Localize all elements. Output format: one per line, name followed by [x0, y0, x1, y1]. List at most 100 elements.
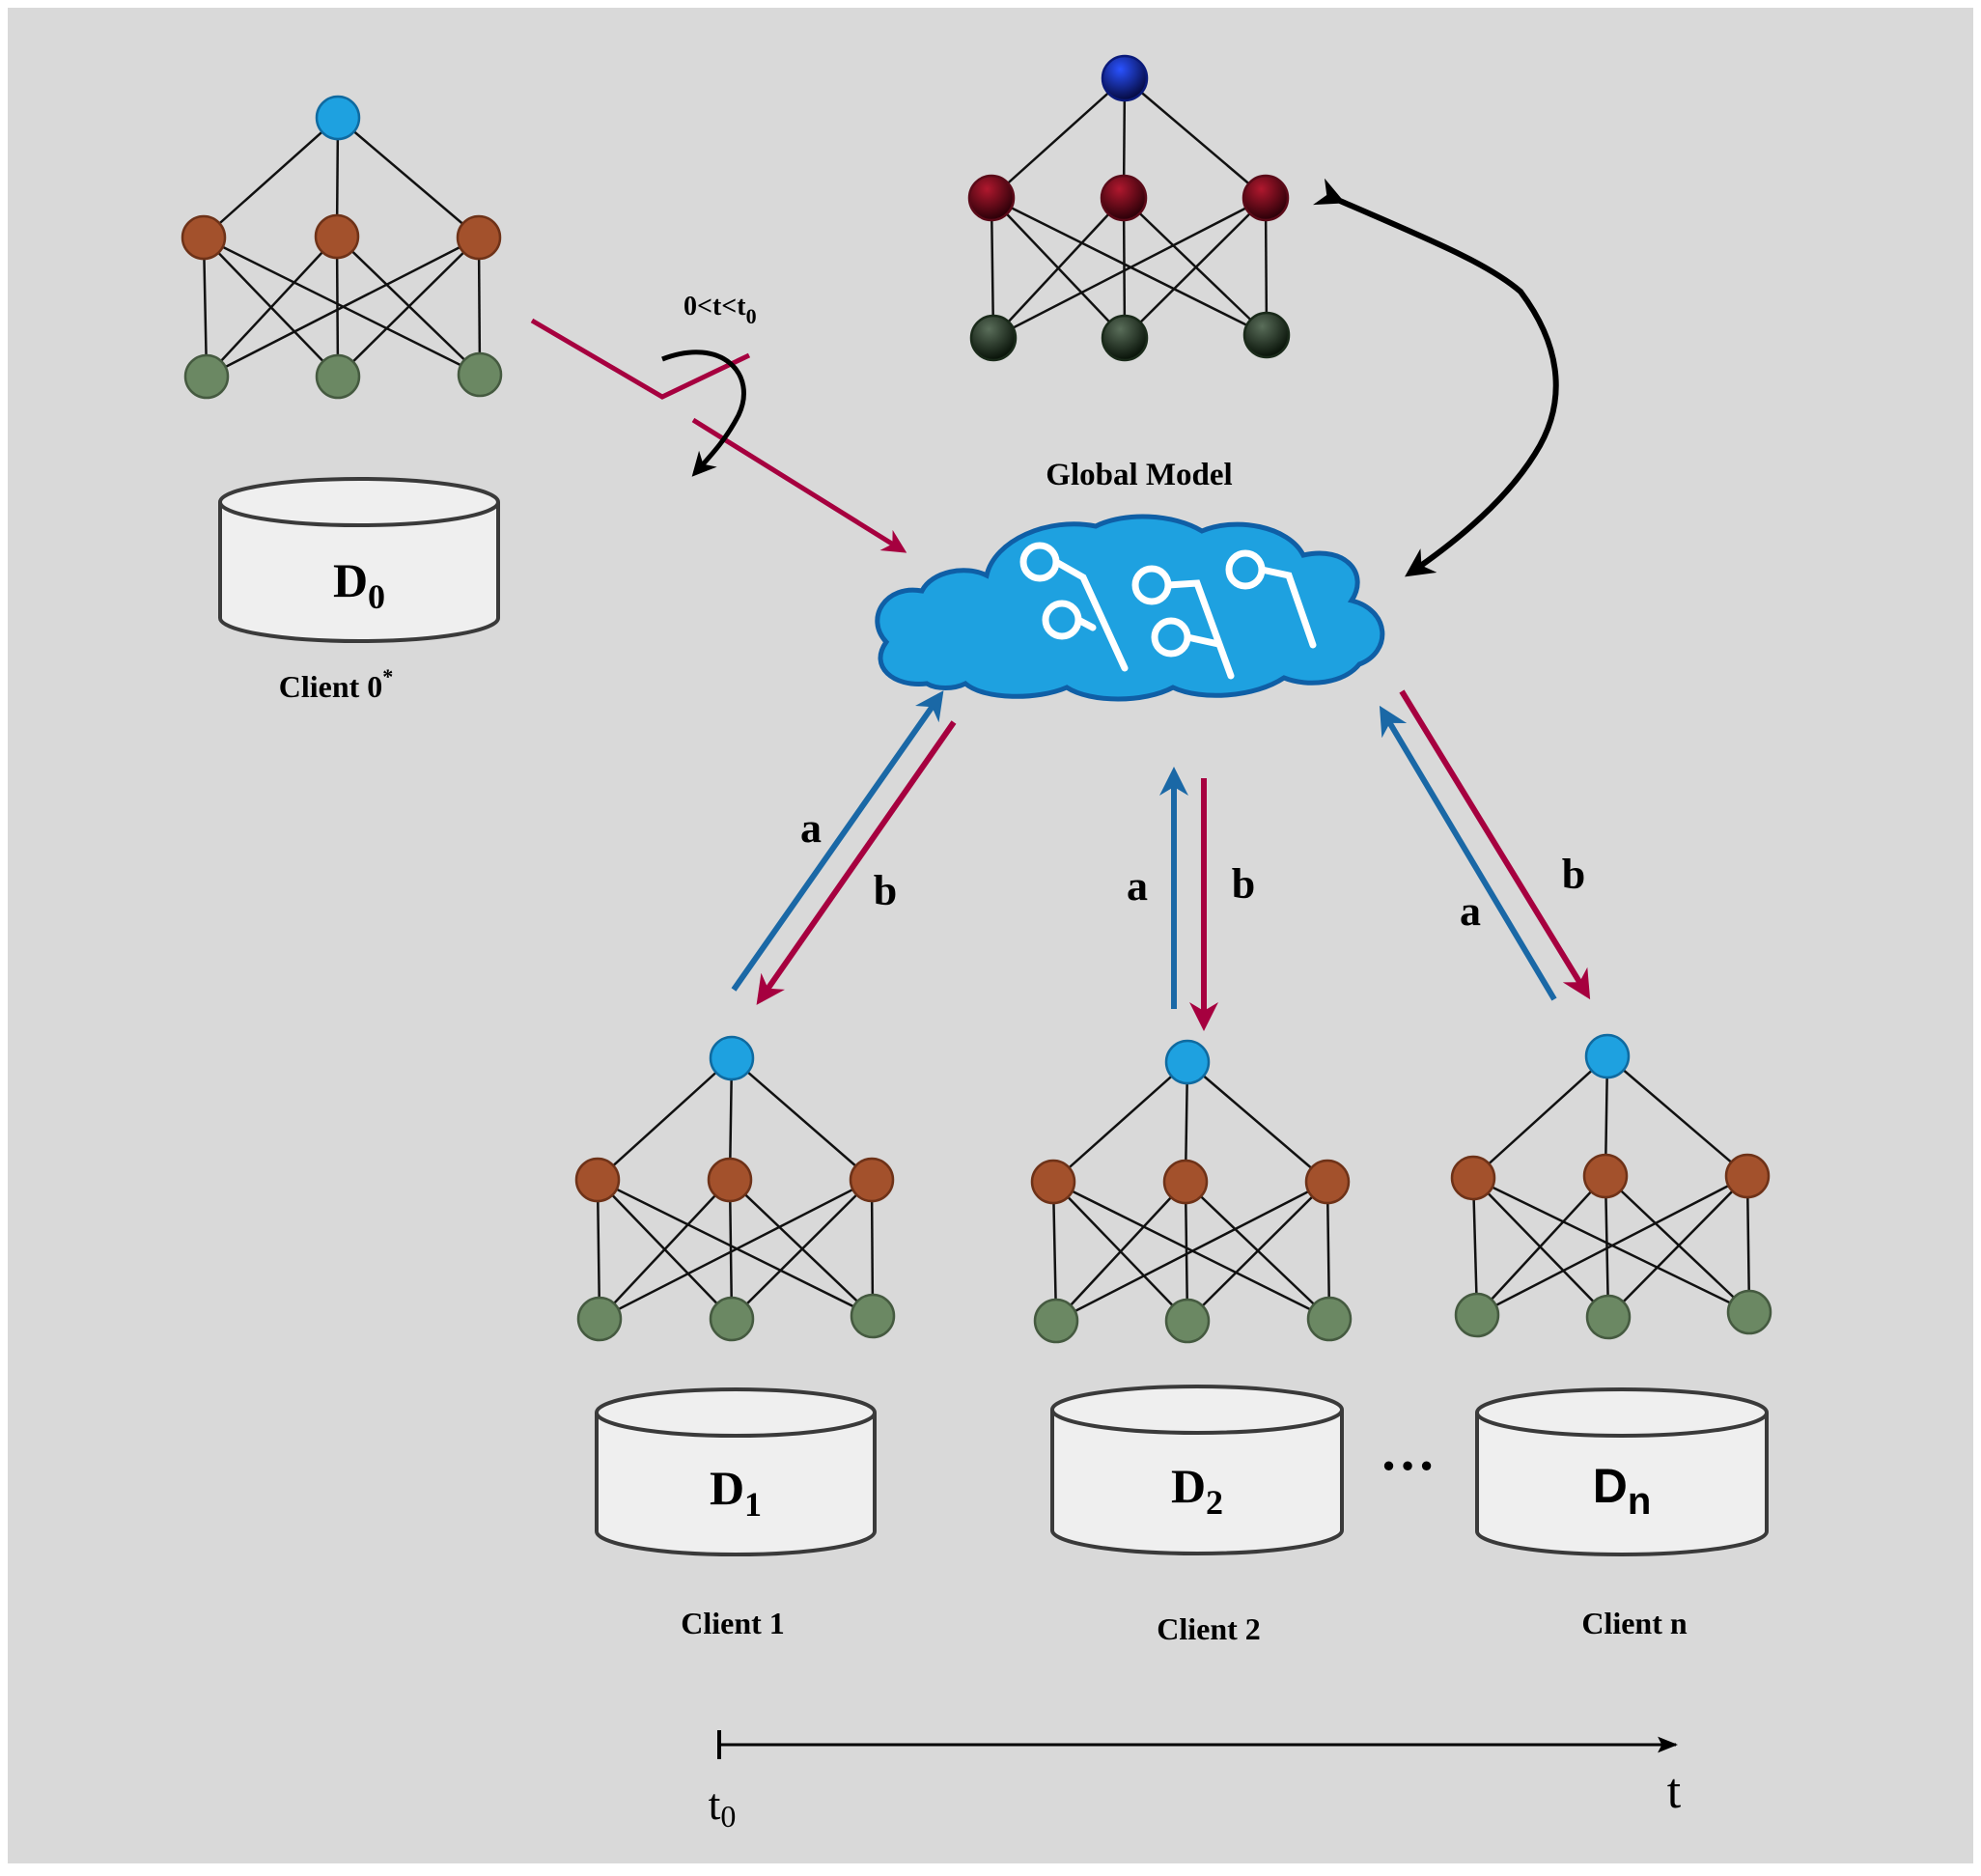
hidden-neuron [967, 174, 1016, 222]
output-neuron [1584, 1033, 1631, 1079]
hidden-neuron [1100, 174, 1148, 222]
output-neuron [315, 95, 361, 141]
hidden-neuron [1242, 174, 1290, 222]
network-edge [599, 1178, 873, 1321]
network-edge [1476, 1174, 1748, 1317]
database-client2-icon [1050, 1385, 1344, 1555]
client2-label: Client 2 [1157, 1611, 1261, 1646]
network-edge [729, 1179, 874, 1317]
database-client1-icon [595, 1387, 877, 1556]
network-edge [1604, 1175, 1750, 1313]
network-edge [1186, 1181, 1328, 1322]
network-edge [990, 196, 1268, 337]
time-interval-label: 0<t<t0 [684, 292, 757, 328]
global-model-label: Global Model [1046, 458, 1232, 492]
network-edge [203, 117, 339, 238]
hidden-neuron [456, 214, 502, 261]
client1-download-arrow [756, 720, 957, 1005]
network-edge [202, 237, 209, 378]
clientn-upload-label: a [1460, 887, 1481, 935]
client1-upload-label: a [800, 804, 822, 852]
timeline-axis [717, 1730, 1679, 1759]
network-edge [990, 77, 1126, 199]
network-edge [1051, 1181, 1058, 1322]
hidden-neuron [1450, 1155, 1496, 1201]
timeline-start-label: t0 [709, 1779, 737, 1834]
input-neuron [1585, 1294, 1632, 1340]
ellipsis-more-clients: … [1380, 1419, 1436, 1482]
dataset-d0-label: D0 [333, 553, 385, 616]
network-edge [1052, 1061, 1188, 1183]
client1-label: Client 1 [681, 1606, 785, 1640]
hidden-neuron [181, 214, 227, 261]
network-edge [1471, 1177, 1479, 1316]
input-neuron [1454, 1292, 1500, 1338]
clientn-download-arrow [1399, 689, 1591, 1000]
client0-upload-arrow [530, 318, 907, 553]
input-neuron [1164, 1298, 1211, 1344]
database-clientn-icon [1475, 1387, 1769, 1556]
output-neuron [1101, 54, 1149, 102]
network-edge [992, 197, 1125, 339]
dataset-dn-label: Dn [1593, 1459, 1652, 1523]
client1-upload-arrow [731, 690, 944, 992]
network-edge [870, 1179, 875, 1317]
timeline-end-label: t [1667, 1764, 1682, 1819]
network-edge [1606, 1055, 1748, 1177]
clientn-upload-arrow [1379, 705, 1557, 1001]
network-edge [206, 236, 338, 378]
network-edge [596, 1179, 601, 1320]
network-edge [337, 117, 480, 238]
hidden-neuron [849, 1157, 895, 1203]
output-neuron [1164, 1039, 1211, 1085]
clientn-label: Client n [1581, 1606, 1688, 1640]
network-edge [1055, 1180, 1328, 1323]
network-edge [599, 1179, 731, 1320]
dataset-d1-label: D1 [710, 1461, 762, 1524]
client1-neural-network [574, 1035, 896, 1342]
client2-download-label: b [1232, 860, 1255, 908]
network-edge [1325, 1181, 1331, 1320]
hidden-neuron [1582, 1153, 1629, 1199]
input-neuron [1242, 311, 1291, 359]
hidden-neuron [574, 1157, 621, 1203]
cloud-network-icon [875, 514, 1385, 702]
hidden-neuron [1304, 1159, 1351, 1205]
input-neuron [183, 353, 230, 400]
hidden-neuron [1030, 1159, 1076, 1205]
network-edge [1745, 1175, 1751, 1313]
network-edge [731, 1057, 873, 1181]
network-edge [1607, 1175, 1748, 1318]
client0-label: Client 0* [279, 664, 394, 704]
network-edge [1124, 197, 1267, 339]
network-edge [1186, 1061, 1328, 1183]
input-neuron [576, 1296, 623, 1342]
dataset-d2-label: D2 [1171, 1459, 1223, 1522]
global-neural-network [967, 54, 1291, 362]
network-edge [1055, 1181, 1186, 1322]
network-edge [335, 236, 340, 378]
client2-neural-network [1030, 1039, 1353, 1344]
network-edge [1604, 1175, 1610, 1318]
network-edge [597, 1178, 874, 1318]
hidden-neuron [707, 1157, 753, 1203]
input-neuron [315, 353, 361, 400]
global-model-sync-arrow [1313, 178, 1559, 577]
hidden-neuron [314, 213, 360, 260]
input-neuron [457, 351, 503, 398]
client1-download-label: b [874, 867, 897, 914]
hidden-neuron [1724, 1153, 1771, 1199]
input-neuron [969, 314, 1018, 362]
input-neuron [1726, 1289, 1772, 1335]
input-neuron [1101, 314, 1149, 362]
network-edge [337, 237, 480, 378]
network-edge [1476, 1175, 1606, 1316]
network-edge [206, 236, 480, 378]
clientn-download-label: b [1562, 851, 1585, 898]
network-edge [728, 1179, 734, 1320]
network-edge [1472, 1055, 1608, 1179]
hidden-neuron [1162, 1159, 1209, 1205]
time-delay-curved-arrow [661, 350, 746, 477]
network-edge [731, 1179, 873, 1320]
